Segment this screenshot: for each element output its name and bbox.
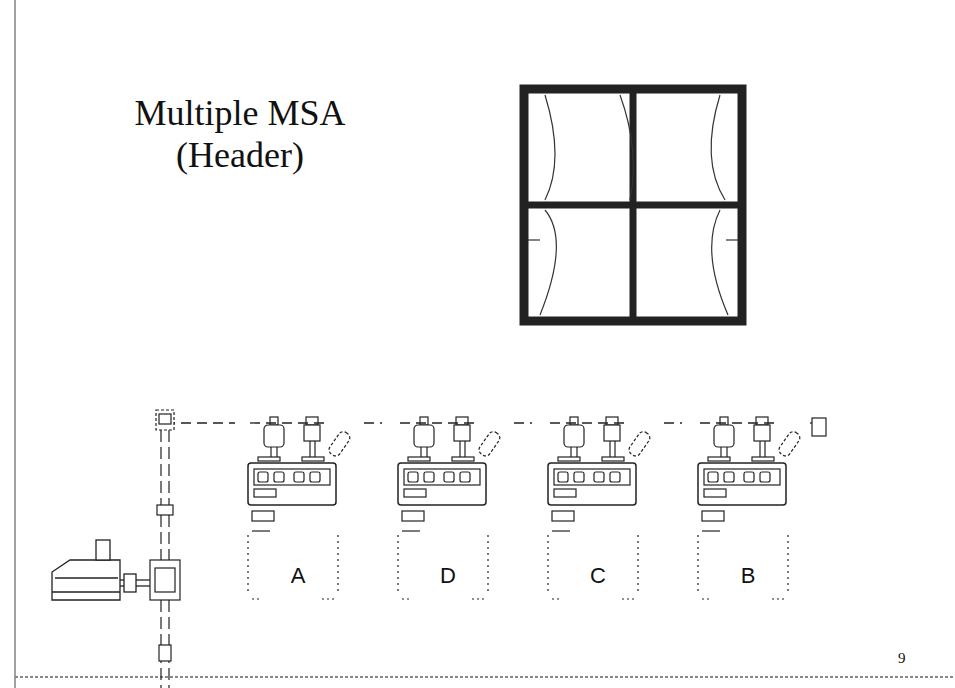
header-pipe: [664, 422, 682, 423]
msa-unit: C: [532, 413, 664, 603]
unit-letter: D: [382, 563, 514, 589]
msa-unit: D: [382, 413, 514, 603]
msa-unit: B: [682, 413, 814, 603]
msa-unit: A: [232, 413, 364, 603]
unit-letter: B: [682, 563, 814, 589]
page-number: 9: [898, 650, 906, 667]
slide-title: Multiple MSA (Header): [115, 92, 365, 176]
unit-letter: C: [532, 563, 664, 589]
header-pipe: [364, 422, 382, 423]
header-pipe: [514, 422, 532, 423]
unit-letter: A: [232, 563, 364, 589]
